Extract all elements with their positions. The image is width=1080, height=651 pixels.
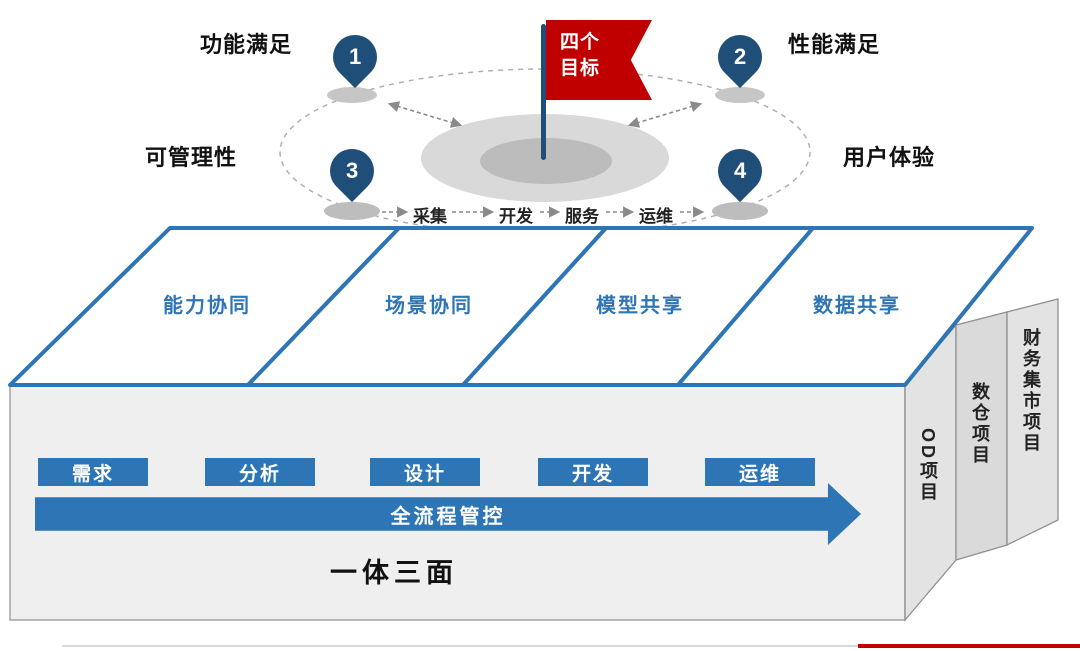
bottom-gray-rule: [62, 645, 858, 647]
pin-3-number: 3: [345, 158, 359, 183]
process-step-kaifa: 开发: [499, 207, 533, 226]
process-step-fuwu: 服务: [565, 207, 599, 226]
pin-4-number: 4: [733, 158, 747, 183]
step-chip-kaifa: 开发: [538, 458, 648, 486]
panel-4-shape: [676, 226, 1034, 387]
project-label-shucang: 数仓项目: [970, 382, 990, 466]
pin-4-shadow: [712, 202, 768, 220]
goal-label-3: 可管理性: [145, 145, 238, 170]
step-chip-yunwei: 运维: [705, 458, 815, 486]
pin-1-number: 1: [348, 44, 362, 69]
panel-label-1: 能力协同: [163, 295, 251, 317]
project-label-od: OD项目: [918, 428, 938, 503]
process-step-yunwei: 运维: [639, 207, 673, 226]
flag-label: 四个目标: [560, 32, 601, 79]
goal-label-1: 功能满足: [200, 32, 293, 57]
goal-label-4: 用户体验: [843, 145, 936, 170]
full-flow-arrow-label: 全流程管控: [390, 505, 506, 528]
panel-label-4: 数据共享: [813, 295, 901, 317]
pin-2-shadow: [715, 87, 765, 103]
box-caption: 一体三面: [330, 558, 458, 588]
step-chip-xuqiu: 需求: [38, 458, 148, 486]
flag-pole: [541, 24, 546, 160]
center-disc-inner: [480, 138, 612, 184]
bottom-red-rule: [858, 644, 1080, 648]
connector-pin2-center: [627, 101, 703, 128]
step-chip-sheji: 设计: [370, 458, 480, 486]
pin-1-shadow: [327, 87, 377, 103]
process-step-caiji: 采集: [413, 207, 447, 226]
pin-2-number: 2: [733, 44, 747, 69]
project-label-caiwu: 财务集市项目: [1021, 328, 1041, 454]
pin-3-shadow: [324, 202, 380, 220]
connector-pin1-center: [387, 101, 463, 128]
goal-label-2: 性能满足: [788, 32, 881, 57]
panel-label-2: 场景协同: [385, 295, 473, 317]
flag-banner: 四个目标: [546, 20, 652, 100]
side-strip-caiwu: [1006, 298, 1059, 547]
step-chip-fenxi: 分析: [205, 458, 315, 486]
panel-label-3: 模型共享: [596, 295, 684, 317]
